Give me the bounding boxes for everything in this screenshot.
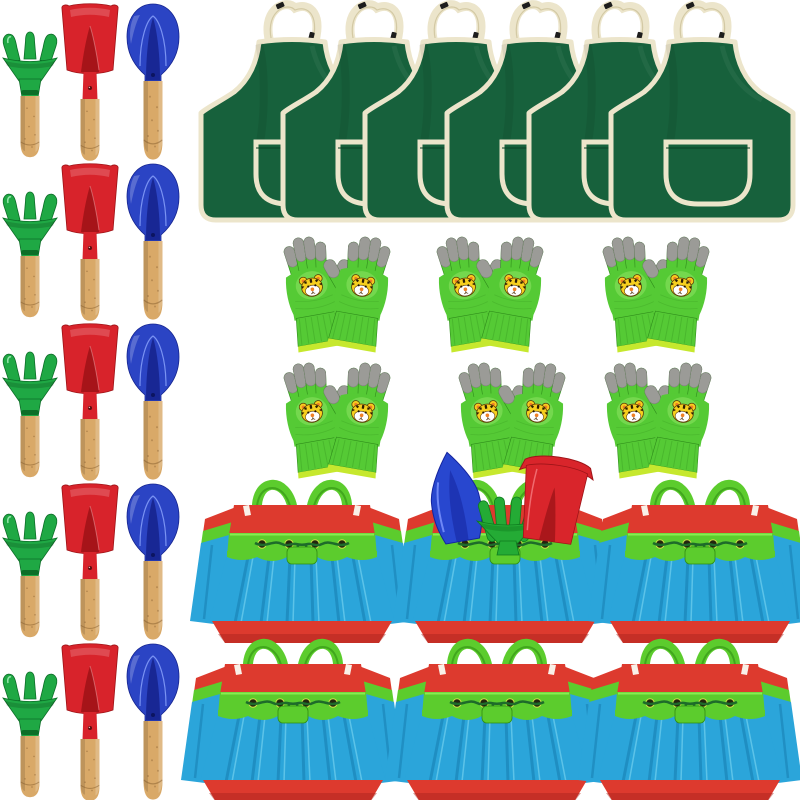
aprons-row (201, 2, 793, 220)
glove-pair (599, 355, 718, 479)
hand-tools-column (3, 4, 179, 800)
tool-row (3, 644, 179, 800)
tote-bags-grid (181, 447, 800, 800)
red-shovel (62, 644, 118, 800)
tool-row (3, 164, 179, 321)
tote-bag (588, 485, 800, 643)
blue-trowel (127, 4, 179, 160)
glove-pair (278, 355, 397, 479)
tote-bag (385, 644, 609, 800)
tool-row (3, 4, 179, 161)
red-shovel (62, 4, 118, 161)
gloves-grid (278, 229, 718, 479)
glove-pair (431, 229, 550, 353)
tote-bag (578, 644, 800, 800)
tool-row (3, 484, 179, 641)
blue-trowel (127, 644, 179, 800)
glove-pair (597, 229, 716, 353)
red-shovel (62, 484, 118, 641)
green-rake (3, 32, 57, 157)
tool-row (3, 324, 179, 481)
red-shovel (62, 324, 118, 481)
blue-trowel (127, 484, 179, 640)
green-rake (3, 352, 57, 477)
blue-trowel (127, 164, 179, 320)
blue-trowel (127, 324, 179, 480)
green-rake (3, 672, 57, 797)
green-rake (3, 512, 57, 637)
red-shovel (62, 164, 118, 321)
tote-bag (190, 485, 414, 643)
glove-pair (278, 229, 397, 353)
tote-bag (181, 644, 405, 800)
green-rake (3, 192, 57, 317)
